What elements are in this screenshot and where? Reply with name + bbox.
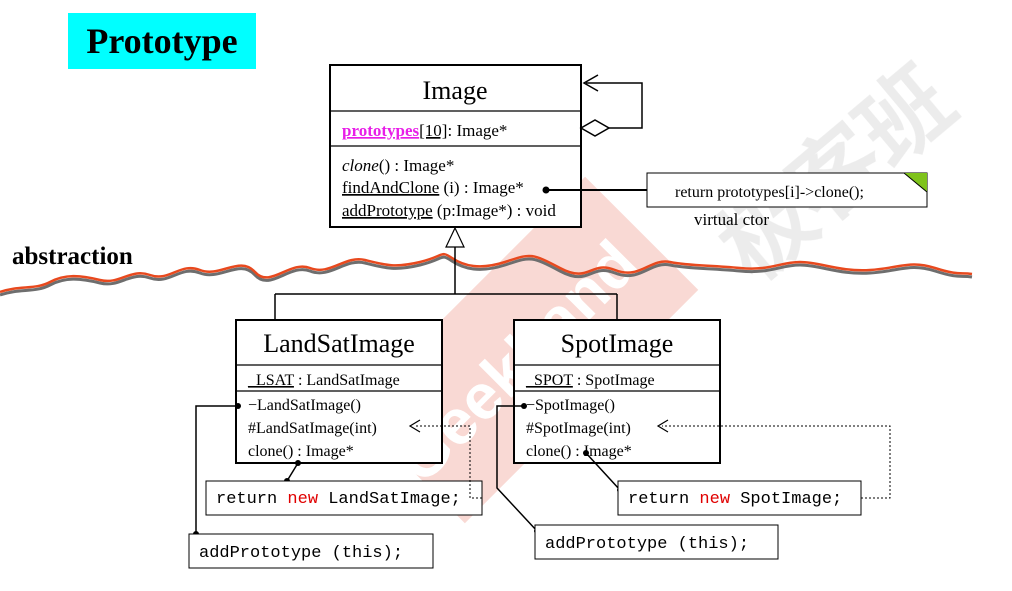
landsat-ctor-dot [235, 403, 241, 409]
landsat-method-protected-ctor: #LandSatImage(int) [248, 420, 377, 437]
title-background [68, 13, 256, 69]
note-connector-dot [542, 186, 550, 194]
aggregation-arrowhead [582, 74, 599, 92]
method-find-and-clone: findAndClone (i) : Image* [342, 178, 524, 197]
page-title: Prototype [86, 21, 237, 61]
abstraction-label: abstraction [12, 243, 133, 270]
landsat-method-clone: clone() : Image* [248, 443, 354, 460]
prototypes-attr-name: prototypes [342, 121, 420, 140]
spot-addproto-note [534, 524, 779, 560]
inheritance-connector [274, 226, 618, 320]
landsat-addproto-connector [195, 405, 238, 534]
spot-ctor-dotted-link [662, 425, 891, 499]
landsat-ctor-dotted-link [414, 425, 482, 499]
landsat-class: LandSatImage _LSAT : LandSatImage −LandS… [235, 319, 443, 464]
method-clone: clone() : Image* [342, 156, 454, 175]
landsat-return-text: return new LandSatImage; [216, 490, 461, 509]
landsat-clone-dot [295, 460, 301, 466]
abstraction-line-shadow [0, 255, 973, 297]
landsat-return-note [205, 480, 483, 516]
spot-method-protected-ctor: #SpotImage(int) [526, 420, 631, 437]
spot-class-name: SpotImage [561, 329, 674, 358]
spot-attribute: _SPOT : SpotImage [525, 372, 655, 389]
spot-addproto-connector [496, 405, 538, 532]
inheritance-triangle [445, 226, 465, 248]
landsat-clone-connector [286, 462, 299, 482]
spot-ctor-dot [521, 403, 527, 409]
prototypes-attr-type: : Image* [447, 121, 507, 140]
note-virtual-ctor: return prototypes[i]->clone(); virtual c… [542, 172, 928, 229]
spot-method-clone: clone() : Image* [526, 443, 632, 460]
image-class: Image prototypes[10]: Image* clone() : I… [329, 64, 582, 228]
landsat-addproto-note [188, 533, 434, 569]
spot-method-private-ctor: −SpotImage() [526, 397, 615, 414]
landsat-ctor-arrowhead [408, 419, 421, 433]
spot-return-note [617, 480, 862, 516]
note-corner-line [903, 172, 928, 193]
method-add-prototype: addPrototype (p:Image*) : void [342, 201, 556, 220]
landsat-class-name: LandSatImage [263, 329, 415, 358]
spot-ctor-arrowhead [656, 419, 669, 433]
spot-clone-dot [583, 450, 589, 456]
image-attribute: prototypes[10]: Image* [342, 121, 507, 140]
spot-notes: return new SpotImage; addPrototype (this… [496, 403, 891, 560]
note-return-text: return prototypes[i]->clone(); [675, 184, 864, 201]
spot-clone-connector [585, 452, 621, 491]
spot-class: SpotImage _SPOT : SpotImage −SpotImage()… [513, 319, 721, 464]
spot-return-text: return new SpotImage; [628, 490, 842, 509]
aggregation-diamond [579, 119, 611, 137]
landsat-method-private-ctor: −LandSatImage() [248, 397, 361, 414]
landsat-notes: return new LandSatImage; addPrototype (t… [188, 403, 483, 569]
image-class-name: Image [423, 76, 488, 105]
landsat-attribute: _LSAT : LandSatImage [247, 372, 400, 389]
self-aggregation [579, 74, 643, 137]
virtual-ctor-caption: virtual ctor [694, 210, 769, 229]
aggregation-line [586, 82, 643, 129]
spot-addproto-text: addPrototype (this); [545, 535, 749, 554]
prototypes-attr-index: [10] [419, 121, 447, 140]
note-box [646, 172, 928, 208]
landsat-addproto-text: addPrototype (this); [199, 544, 403, 563]
abstraction-line [0, 252, 973, 294]
